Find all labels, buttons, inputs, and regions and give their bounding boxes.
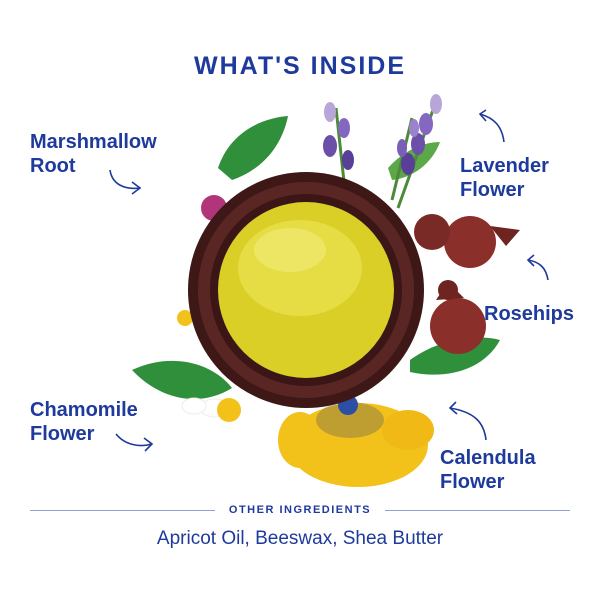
lavender-stalks xyxy=(323,94,442,209)
divider-right xyxy=(385,509,571,511)
chamomile-leaf xyxy=(132,360,232,400)
rosehips-label: Rosehips xyxy=(484,302,574,326)
calendula-line1: Calendula xyxy=(440,447,536,469)
other-ingredients-list: Apricot Oil, Beeswax, Shea Butter xyxy=(156,528,444,549)
right-leaf xyxy=(410,337,500,375)
chamomile-line2: Flower xyxy=(30,423,95,445)
salve-jar xyxy=(188,172,424,408)
calendula-line2: Flower xyxy=(440,471,505,493)
marshmallow-root-label: Marshmallow Root xyxy=(30,130,157,178)
rosehips-line1: Rosehips xyxy=(484,303,575,325)
chamomile-arrow xyxy=(115,433,154,452)
page-title: WHAT'S INSIDE xyxy=(193,52,407,80)
calendula-arrow xyxy=(448,401,487,441)
divider-left xyxy=(30,509,215,511)
marshmallow-leaf xyxy=(218,116,288,180)
rosehips-arrow xyxy=(526,254,549,281)
marshmallow-arrow xyxy=(109,169,142,195)
other-ingredients-header: OTHER INGREDIENTS xyxy=(30,500,571,520)
marshmallow-line2: Root xyxy=(30,155,76,177)
marshmallow-line1: Marshmallow xyxy=(30,131,157,153)
lavender-line1: Lavender xyxy=(460,155,549,177)
lavender-arrow xyxy=(478,109,505,143)
calendula-flower-label: Calendula Flower xyxy=(440,446,536,494)
rosehips xyxy=(414,214,520,354)
calendula-flower xyxy=(278,402,434,487)
lavender-flower-label: Lavender Flower xyxy=(460,154,549,202)
chamomile-flower-label: Chamomile Flower xyxy=(30,398,138,446)
other-ingredients-title: OTHER INGREDIENTS xyxy=(228,504,372,516)
lavender-line2: Flower xyxy=(460,179,525,201)
chamomile-line1: Chamomile xyxy=(30,399,138,421)
chamomile-flower xyxy=(177,310,241,422)
